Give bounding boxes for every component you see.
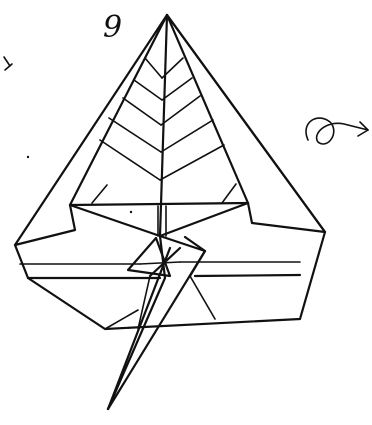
turn-over-arrow-icon bbox=[306, 118, 368, 144]
leaf-stem bbox=[105, 236, 215, 409]
margin-marks bbox=[4, 57, 132, 213]
center-pleats bbox=[70, 203, 248, 276]
leaf-outline bbox=[15, 15, 325, 329]
step-number: 9 bbox=[103, 10, 122, 45]
